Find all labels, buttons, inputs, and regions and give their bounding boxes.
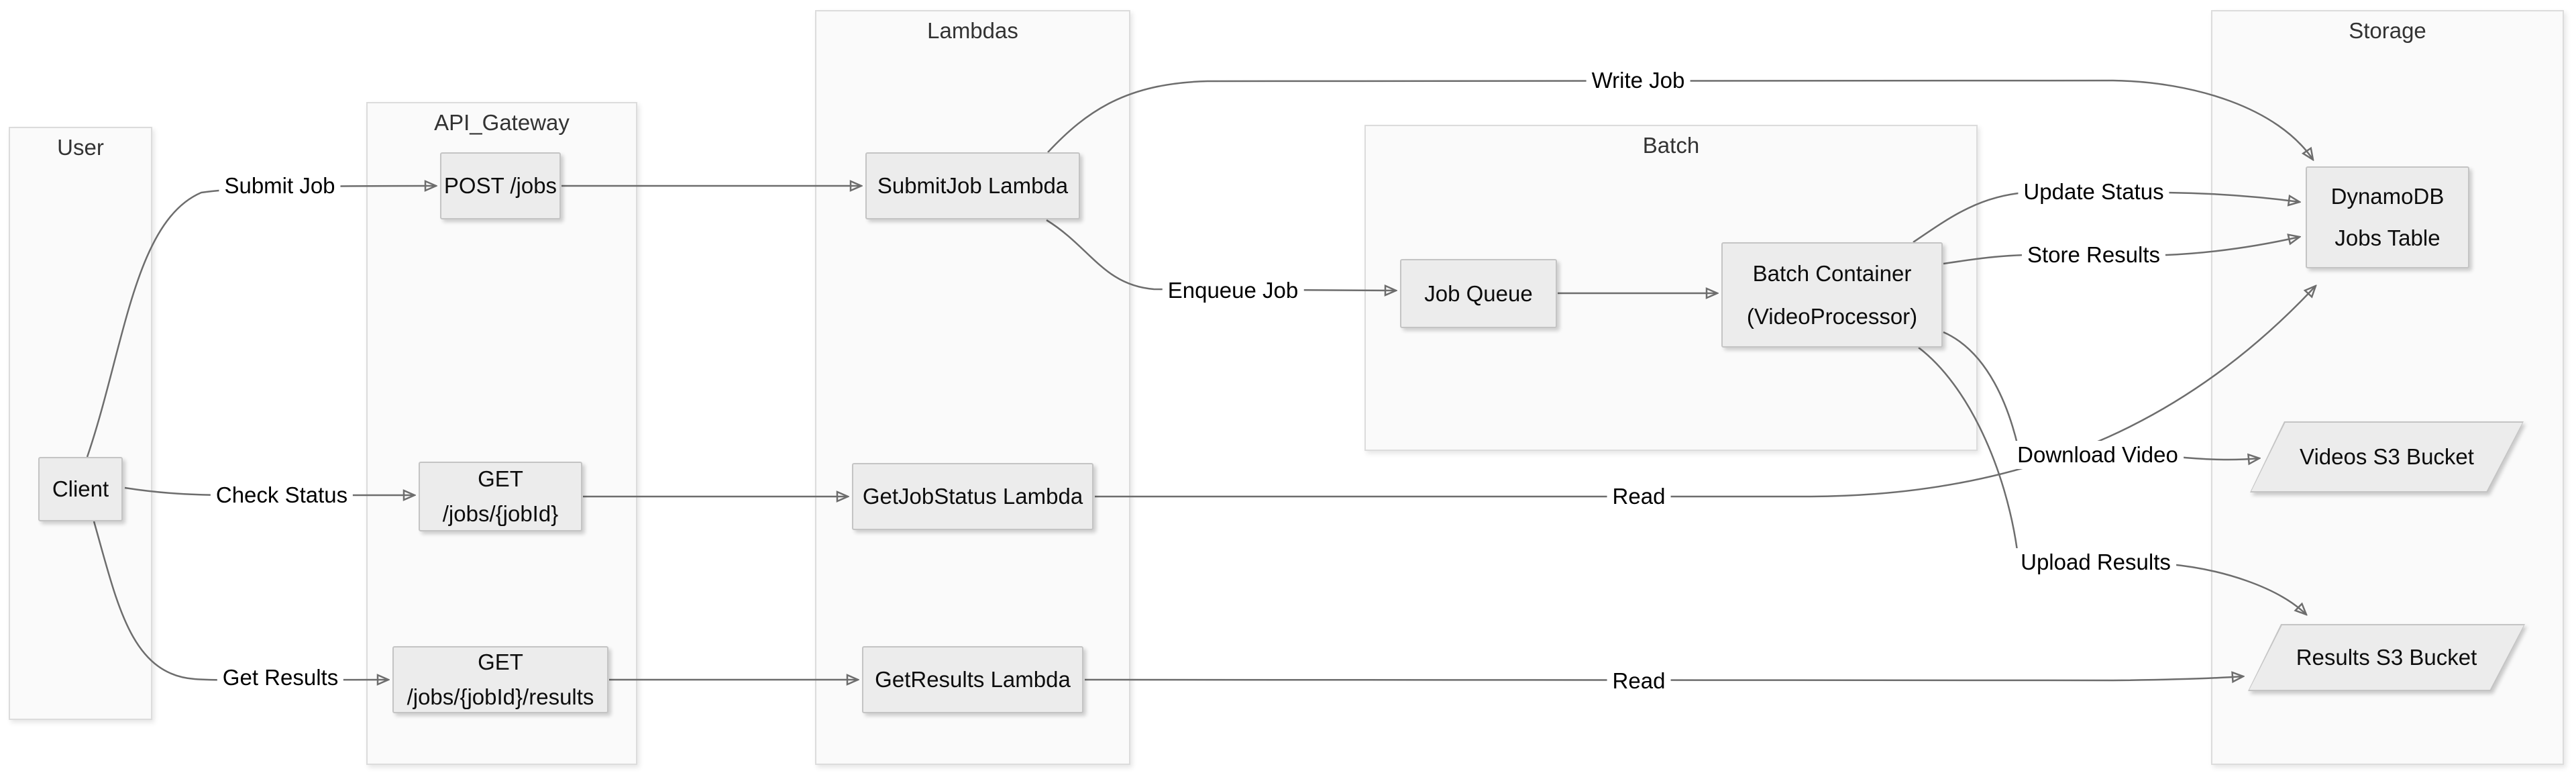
container-storage-title: Storage — [2349, 18, 2426, 43]
node-get-jobs-jobid: GET /jobs/{jobId} — [419, 462, 582, 531]
node-dynamodb-jobs-table: DynamoDB Jobs Table — [2306, 166, 2469, 268]
node-get-jobs-jobid-results-label: GET /jobs/{jobId}/results — [407, 650, 594, 709]
edge-label-upload-results: Upload Results — [2015, 548, 2176, 576]
edge-label-get-results: Get Results — [217, 664, 344, 692]
node-submitjob-lambda-label: SubmitJob Lambda — [877, 173, 1069, 198]
node-results-s3-bucket-label: Results S3 Bucket — [2296, 645, 2477, 670]
node-batch-container: Batch Container (VideoProcessor) — [1721, 242, 1943, 348]
node-getresults-lambda: GetResults Lambda — [862, 646, 1083, 713]
node-job-queue: Job Queue — [1400, 259, 1557, 328]
node-videos-s3-bucket: Videos S3 Bucket — [2250, 421, 2524, 493]
node-getjobstatus-lambda-label: GetJobStatus Lambda — [862, 484, 1083, 509]
node-dynamodb-label-line1: DynamoDB — [2330, 184, 2445, 209]
edge-label-update-status: Update Status — [2018, 178, 2169, 206]
node-job-queue-label: Job Queue — [1424, 280, 1533, 306]
node-post-jobs: POST /jobs — [440, 152, 561, 219]
container-api-gateway-title: API_Gateway — [434, 110, 570, 135]
edge-label-check-status: Check Status — [210, 481, 354, 509]
node-get-jobs-jobid-results: GET /jobs/{jobId}/results — [392, 646, 608, 713]
node-getresults-lambda-label: GetResults Lambda — [875, 667, 1071, 692]
edge-label-download-video: Download Video — [2012, 441, 2184, 469]
edge-label-read-results: Read — [1607, 667, 1671, 695]
edge-label-enqueue-job: Enqueue Job — [1162, 276, 1304, 305]
videos-s3-bucket-shape: Videos S3 Bucket — [2251, 423, 2522, 491]
edge-label-read-status: Read — [1607, 482, 1671, 511]
node-results-s3-bucket: Results S3 Bucket — [2248, 624, 2525, 691]
container-batch-title: Batch — [1642, 133, 1700, 158]
edge-label-write-job: Write Job — [1586, 66, 1690, 95]
container-user: User — [9, 127, 152, 720]
results-s3-bucket-shape: Results S3 Bucket — [2249, 625, 2524, 690]
edge-label-store-results: Store Results — [2021, 241, 2166, 269]
container-lambdas-title: Lambdas — [927, 18, 1018, 43]
node-get-jobs-jobid-label: GET /jobs/{jobId} — [442, 466, 559, 526]
node-videos-s3-bucket-label: Videos S3 Bucket — [2300, 444, 2474, 469]
edge-label-submit-job: Submit Job — [219, 172, 341, 200]
node-getjobstatus-lambda: GetJobStatus Lambda — [852, 463, 1093, 530]
node-client-label: Client — [52, 476, 109, 501]
container-user-title: User — [57, 135, 104, 160]
node-submitjob-lambda: SubmitJob Lambda — [865, 152, 1080, 219]
node-client: Client — [38, 457, 123, 521]
node-batch-container-label-line2: (VideoProcessor) — [1746, 303, 1918, 329]
node-post-jobs-label: POST /jobs — [443, 173, 557, 198]
node-dynamodb-label-line2: Jobs Table — [2334, 225, 2440, 250]
node-batch-container-label-line1: Batch Container — [1752, 260, 1912, 286]
